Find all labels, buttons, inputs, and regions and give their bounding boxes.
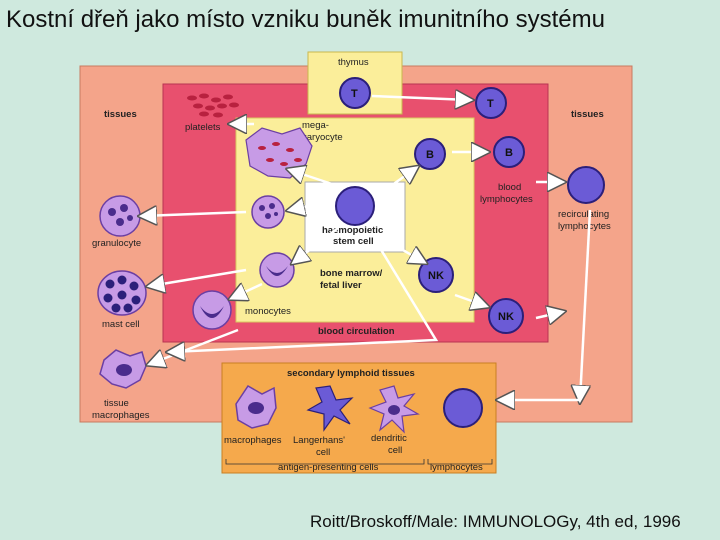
blood-nk-cell-label: NK — [498, 311, 514, 323]
dendritic-cell-icon — [368, 385, 420, 434]
tissue-macrophages-label-1: tissue — [104, 398, 129, 409]
platelets-icon — [187, 93, 239, 118]
blood-b-cell-label: B — [505, 147, 513, 159]
blood-lymphocytes-label-1: blood — [498, 182, 521, 193]
stem-cell-label-1: haemopoietic — [322, 225, 383, 236]
secondary-lymphoid-label: secondary lymphoid tissues — [287, 368, 415, 379]
blood-t-cell-icon: T — [475, 87, 507, 119]
langerhans-cell-icon — [306, 385, 354, 432]
lymphoid-macrophage-icon — [235, 385, 277, 429]
tissue-macrophages-label-2: macrophages — [92, 410, 150, 421]
monocytes-label: monocytes — [245, 306, 291, 317]
blood-lymphocytes-label-2: lymphocytes — [480, 194, 533, 205]
blood-circulation-label: blood circulation — [318, 326, 395, 337]
platelets-label: platelets — [185, 122, 221, 133]
mast-cell-label: mast cell — [102, 319, 139, 330]
marrow-nk-cell-icon: NK — [418, 257, 454, 293]
megakaryocyte-label-1: mega- — [302, 120, 329, 131]
bone-marrow-label-1: bone marrow/ — [320, 268, 383, 279]
thymus-t-cell-label: T — [351, 88, 358, 100]
lymphocytes-label: lymphocytes — [430, 462, 483, 473]
tissue-macrophage-icon — [99, 349, 147, 389]
blood-nk-cell-icon: NK — [488, 298, 524, 334]
dendritic-label-2: cell — [388, 445, 402, 456]
macrophages-label: macrophages — [224, 435, 282, 446]
arrows — [142, 96, 592, 400]
megakaryocyte-label-2: karyocyte — [302, 132, 343, 143]
apc-bracket — [225, 459, 425, 465]
marrow-b-cell-icon: B — [414, 138, 446, 170]
blood-b-cell-icon: B — [493, 136, 525, 168]
mast-cell-icon — [97, 270, 147, 316]
marrow-granulocyte-icon — [251, 195, 285, 229]
blood-monocyte-icon — [192, 290, 232, 330]
stem-cell-icon — [335, 186, 375, 226]
bone-marrow-label-2: fetal liver — [320, 280, 362, 291]
tissues-left-label: tissues — [104, 109, 137, 120]
recirculating-label-1: recirculating — [558, 209, 609, 220]
recirculating-lymphocyte-icon — [567, 166, 605, 204]
tissues-right-label: tissues — [571, 109, 604, 120]
lymphoid-lymphocyte-icon — [443, 388, 483, 428]
blood-t-cell-label: T — [487, 98, 494, 110]
lymphocytes-bracket — [427, 459, 493, 465]
langerhans-label-2: cell — [316, 447, 330, 458]
stem-cell-label-2: stem cell — [333, 236, 374, 247]
source-credit: Roitt/Broskoff/Male: IMMUNOLOGy, 4th ed,… — [310, 512, 681, 531]
dendritic-label-1: dendritic — [371, 433, 407, 444]
marrow-monocyte-icon — [259, 252, 295, 288]
tissue-granulocyte-icon — [99, 195, 141, 237]
slide-title: Kostní dřeň jako místo vzniku buněk imun… — [6, 6, 605, 33]
granulocyte-label: granulocyte — [92, 238, 141, 249]
stem-to-lymphoid-arrow — [170, 247, 439, 352]
thymus-label: thymus — [338, 57, 369, 68]
langerhans-label-1: Langerhans' — [293, 435, 345, 446]
marrow-b-cell-label: B — [426, 149, 434, 161]
apc-label: antigen-presenting cells — [278, 462, 379, 473]
recirculating-label-2: lymphocytes — [558, 221, 611, 232]
marrow-nk-cell-label: NK — [428, 270, 444, 282]
thymus-t-cell-icon: T — [339, 77, 371, 109]
